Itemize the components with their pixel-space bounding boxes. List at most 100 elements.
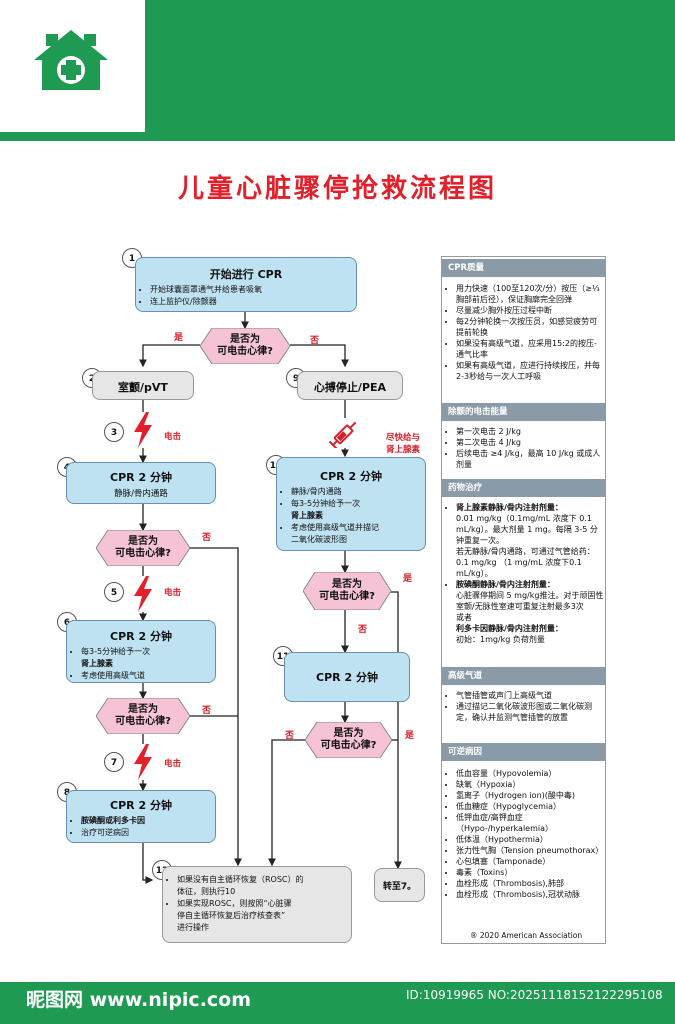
step-9-title: 心搏停止/PEA	[313, 381, 387, 394]
decision-diamond-4: 是否为可电击心律?	[303, 572, 391, 610]
yes-label: 是	[174, 333, 184, 343]
step-1-title: 开始进行 CPR	[209, 268, 283, 281]
decision-line2: 可电击心律?	[115, 716, 171, 727]
drug-item: 若无静脉/骨内通路，可通过气管给药：0.1 mg/kg （1 mg/mL 浓度下…	[456, 547, 595, 578]
cpr-quality-item: 每2分钟轮换一次按压员，如感觉疲劳可提前轮换	[456, 316, 604, 338]
shock-label: 电击	[164, 588, 182, 598]
drug-item: 肾上腺素静脉/骨内注射剂量：	[456, 502, 604, 513]
cpr-quality-item: 如果没有高级气道，应采用15:2的按压-通气比率	[456, 338, 604, 360]
step-10-item: 考虑使用高级气道并描记	[291, 522, 425, 534]
advanced-airway-list: 气管插管或声门上高级气道 通过描记二氧化碳波形图或二氧化碳测定，确认并监测气管插…	[446, 690, 604, 723]
step-6-item: 每3-5分钟给予一次	[81, 646, 215, 658]
step-6-box: CPR 2 分钟 每3-5分钟给予一次 肾上腺素 考虑使用高级气道	[66, 620, 216, 683]
cpr-quality-header: CPR质量	[441, 259, 606, 277]
step-number-7: 7	[104, 752, 124, 772]
header-stripe	[0, 132, 675, 141]
step-11-title: CPR 2 分钟	[316, 671, 378, 684]
no-label: 否	[310, 336, 320, 346]
step-8-item: 胺碘酮或利多卡因	[81, 815, 215, 827]
reversible-item: 血栓形成（Thrombosis),肺部	[456, 878, 604, 889]
step-8-title: CPR 2 分钟	[110, 799, 172, 812]
step-12-item: 进行操作	[177, 923, 209, 932]
decision-line2: 可电击心律?	[319, 591, 375, 602]
reversible-item: 氢离子（Hydrogen ion)(酸中毒)	[456, 790, 604, 801]
lightning-bolt-icon	[134, 744, 152, 780]
step-10-item: 二氧化碳波形图	[291, 535, 347, 544]
decision-line2: 可电击心律?	[320, 740, 377, 751]
reversible-item: 低血容量（Hypovolemia）	[456, 768, 604, 779]
cpr-quality-item: 如果有高级气道，应进行持续按压，并每2-3秒给与一次人工呼吸	[456, 360, 604, 382]
step-1-item: 开始球囊面罩通气并给患者吸氧	[150, 284, 356, 296]
step-1-item: 连上监护仪/除颤器	[150, 296, 356, 308]
lightning-bolt-icon	[134, 412, 152, 448]
epinephrine-asap-label: 尽快给与 肾上腺素	[386, 432, 420, 456]
syringe-icon	[328, 421, 357, 448]
cpr-quality-item: 尽量减少胸外按压过程中断	[456, 305, 604, 316]
shock-label: 电击	[164, 759, 182, 769]
decision-line1: 是否为	[230, 334, 260, 345]
step-8-box: CPR 2 分钟 胺碘酮或利多卡因 治疗可逆病因	[66, 790, 216, 843]
shock-energy-item: 第一次电击 2 J/kg	[456, 426, 604, 437]
drug-therapy-list: 肾上腺素静脉/骨内注射剂量： 0.01 mg/kg（0.1mg/mL 浓度下 0…	[446, 502, 604, 645]
step-4-box: CPR 2 分钟 静脉/骨内通路	[66, 462, 216, 504]
step-12-item: 如果实现ROSC，则按照“心脏骤	[177, 898, 351, 910]
drug-item: 0.01 mg/kg（0.1mg/mL 浓度下 0.1 mL/kg）。最大剂量 …	[456, 514, 598, 545]
reversible-item: 低钾血症/高钾血症（Hypo-/hyperkalemia）	[456, 812, 604, 834]
step-4-item: 静脉/骨内通路	[114, 489, 168, 499]
step-9-box: 心搏停止/PEA	[297, 371, 403, 400]
decision-line2: 可电击心律?	[115, 548, 171, 559]
footer-image-id: ID:10919965 NO:20251118152122295108	[406, 988, 663, 1002]
decision-diamond-5: 是否为可电击心律?	[305, 722, 392, 758]
reversible-item: 血栓形成（Thrombosis),冠状动脉	[456, 889, 604, 900]
drug-therapy-header: 药物治疗	[441, 479, 606, 497]
step-10-title: CPR 2 分钟	[320, 470, 382, 483]
cpr-quality-item: 用力快速（100至120次/分）按压（≥⅓胸部前后径），保证胸廓完全回弹	[456, 283, 604, 305]
reversible-causes-list: 低血容量（Hypovolemia） 缺氧（Hypoxia） 氢离子（Hydrog…	[446, 768, 604, 900]
epinephrine-asap-line1: 尽快给与	[386, 433, 421, 443]
shock-label: 电击	[164, 432, 182, 442]
step-10-item: 静脉/骨内通路	[291, 486, 425, 498]
decision-line1: 是否为	[333, 728, 364, 739]
decision-diamond-2: 是否为可电击心律?	[96, 530, 190, 566]
decision-line2: 可电击心律?	[217, 346, 273, 357]
no-label: 否	[202, 533, 212, 543]
step-10-item: 每3-5分钟给予一次	[291, 498, 425, 510]
drug-item: 心脏骤停期间 5 mg/kg推注。对于顽固性室颤/无脉性室速可重复注射最多3次	[456, 591, 604, 611]
decision-diamond-1: 是否为可电击心律?	[200, 328, 290, 364]
shock-energy-item: 后续电击 ≥4 J/kg，最高 10 J/kg 或成人剂量	[456, 448, 604, 470]
reversible-item: 低体温（Hypothermia）	[456, 834, 604, 845]
step-6-item: 肾上腺素	[81, 659, 113, 668]
decision-line1: 是否为	[332, 579, 362, 590]
house-medical-logo-icon	[34, 30, 108, 90]
step-12-item: 体征，则执行10	[177, 887, 236, 896]
no-label: 否	[285, 731, 295, 741]
reversible-causes-header: 可逆病因	[441, 743, 606, 761]
drug-item: 利多卡因静脉/骨内注射剂量：	[456, 624, 563, 633]
copyright: ® 2020 American Association	[470, 931, 583, 940]
decision-line1: 是否为	[128, 536, 158, 547]
step-8-item: 治疗可逆病因	[81, 827, 215, 839]
drug-item: 或者	[456, 613, 472, 622]
reversible-item: 张力性气胸（Tension pneumothorax）	[456, 845, 604, 856]
step-2-title: 室颤/pVT	[118, 381, 168, 394]
header-bar	[145, 0, 675, 132]
shock-energy-header: 除颤的电击能量	[441, 403, 606, 421]
page-title: 儿童心脏骤停抢救流程图	[177, 174, 497, 204]
shock-energy-item: 第二次电击 4 J/kg	[456, 437, 604, 448]
step-11-box: CPR 2 分钟	[284, 652, 410, 702]
lightning-bolt-icon	[134, 576, 152, 612]
step-12-item: 停自主循环恢复后治疗核查表”	[177, 911, 286, 920]
goto-7-text: 转至7。	[382, 882, 417, 892]
yes-label: 是	[403, 574, 413, 584]
step-6-item: 考虑使用高级气道	[81, 670, 215, 682]
step-12-item: 如果没有自主循环恢复（ROSC）的	[177, 874, 351, 886]
airway-item: 气管插管或声门上高级气道	[456, 690, 604, 701]
no-label: 否	[202, 706, 212, 716]
step-4-title: CPR 2 分钟	[110, 471, 172, 484]
reversible-item: 心包填塞（Tamponade）	[456, 856, 604, 867]
step-1-box: 开始进行 CPR 开始球囊面罩通气并给患者吸氧 连上监护仪/除颤器	[135, 257, 357, 312]
step-number-3: 3	[104, 422, 124, 442]
step-number-5: 5	[104, 582, 124, 602]
